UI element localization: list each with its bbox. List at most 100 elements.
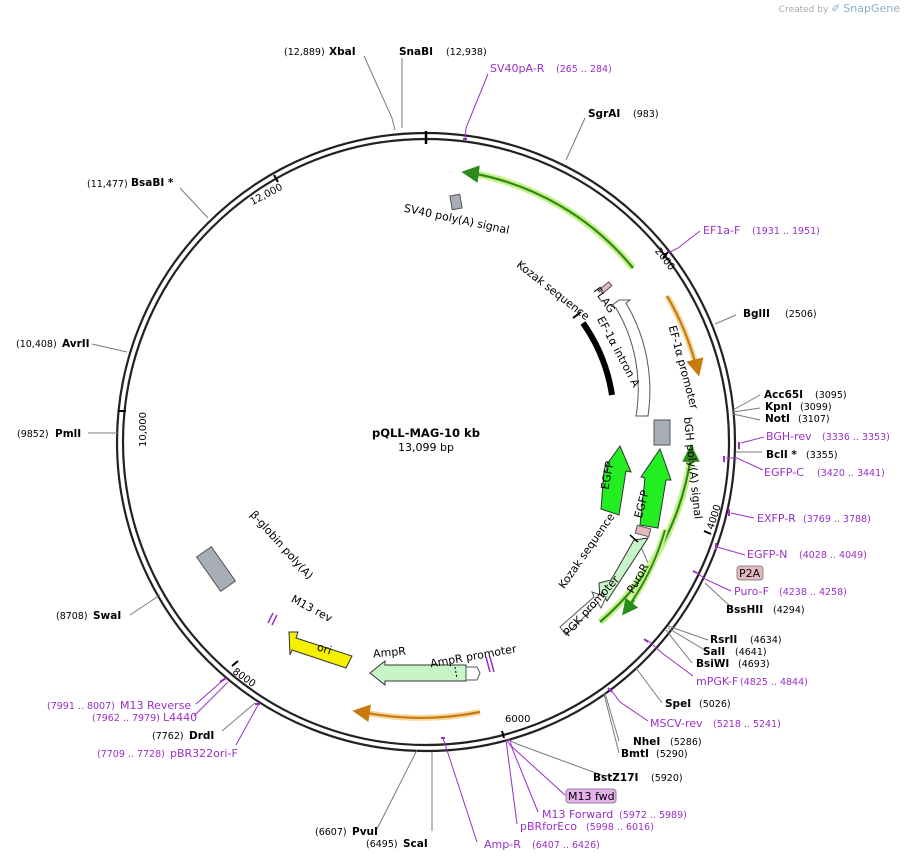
enzyme-snabi-name: SnaBI [399,46,433,58]
primer-m13-forward-name: M13 Forward [542,808,613,821]
enzyme-bstz17i-pos: (5920) [651,773,683,784]
credit-brand: SnapGene [843,2,900,15]
enzyme-avrii-name: AvrII [62,338,90,350]
enzyme-snabi-pos: (12,938) [446,47,487,58]
enzyme-bmti-pos: (5290) [656,749,688,760]
enzyme-pvui-name: PvuI [352,826,378,838]
enzyme-kpni-pos: (3099) [800,402,832,413]
ori-arrow [288,631,353,669]
label-p2a: P2A [739,567,761,580]
primer-sv40pa-r-name: SV40pA-R [490,62,545,75]
kozak-mark-bottom [629,534,639,543]
beta-globin-polya-box [195,545,237,593]
backbone-ring [115,131,737,753]
plasmid-name: pQLL-MAG-10 kb [372,426,480,440]
enzyme-bsabi-pos: (11,477) [87,179,128,190]
plasmid-size: 13,099 bp [398,441,454,454]
primer-egfp-n-range: (4028 .. 4049) [799,550,867,561]
m13rev-mark-2 [271,614,278,626]
primer-leader-lines [193,73,765,843]
tick-4000: 4000 [706,503,724,531]
enzyme-labels: (12,889) XbaI SnaBI (12,938) SgrAI (983)… [16,46,847,850]
primer-m13-forward-range: (5972 .. 5989) [619,810,687,821]
enzyme-scai-name: ScaI [403,838,428,850]
primer-ef1a-f-range: (1931 .. 1951) [752,226,820,237]
enzyme-sgrai-name: SgrAI [588,108,620,120]
enzyme-avrii-pos: (10,408) [16,339,57,350]
primer-amp-r-range: (6407 .. 6426) [532,840,600,851]
enzyme-spei-name: SpeI [665,698,691,710]
tick-6000: 6000 [505,714,530,725]
primer-amp-r-name: Amp-R [484,838,521,851]
primer-pbrforeco-range: (5998 .. 6016) [586,822,654,833]
enzyme-rsrii-name: RsrII [710,634,737,646]
enzyme-bsshii-name: BssHII [726,604,763,616]
enzyme-noti-name: NotI [765,413,790,425]
p2a-mark [634,524,652,538]
primer-ef1a-f-name: EF1a-F [703,224,740,237]
m13rev-mark-1 [267,612,274,624]
egfp-left-arrow [600,444,632,516]
enzyme-bglii-pos: (2506) [785,309,817,320]
tick-10000: 10,000 [138,412,149,447]
enzyme-sali-pos: (4641) [735,647,767,658]
primer-mscv-rev-range: (5218 .. 5241) [713,719,781,730]
label-beta-globin: β-globin poly(A) [247,508,315,582]
enzyme-drdi-pos: (7762) [152,731,184,742]
primer-egfp-c-name: EGFP-C [764,466,804,479]
primer-mscv-rev-name: MSCV-rev [650,717,703,730]
primer-exfp-r-range: (3769 .. 3788) [803,514,871,525]
tick-8000: 8000 [230,666,257,690]
enzyme-swai-pos: (8708) [56,611,88,622]
enzyme-bcli-pos: (3355) [806,450,838,461]
enzyme-scai-pos: (6495) [366,839,398,850]
primer-l4440-range: (7962 .. 7979) [92,713,160,724]
enzyme-bsiwi-pos: (4693) [738,659,770,670]
primer-l4440-name: L4440 [163,711,197,724]
primer-mpgk-f-name: mPGK-F [696,675,738,688]
enzyme-leader-lines [88,55,762,831]
primer-sv40pa-r-range: (265 .. 284) [556,64,612,75]
ef1a-intron-arc [580,321,615,396]
label-ef1a-promoter: EF-1α promoter [666,324,701,411]
enzyme-bcli-name: BclI * [766,449,797,461]
label-kozak-top: Kozak sequence [514,258,592,323]
credit-prefix: Created by [778,5,829,15]
ampr-promoter-arrow [465,666,481,681]
label-ampr-promoter: AmpR promoter [429,642,518,670]
primer-exfp-r-name: EXFP-R [757,512,796,525]
sv40-polya-box [449,193,463,211]
enzyme-spei-pos: (5026) [699,699,731,710]
enzyme-pmli-pos: (9852) [17,429,49,440]
enzyme-bmti-name: BmtI [621,748,649,760]
primer-egfp-n-name: EGFP-N [747,548,787,561]
primer-bgh-rev-range: (3336 .. 3353) [822,432,890,443]
enzyme-acc65i-pos: (3095) [815,390,847,401]
primer-egfp-c-range: (3420 .. 3441) [817,468,885,479]
enzyme-nhei-pos: (5286) [670,737,702,748]
primer-labels: SV40pA-R (265 .. 284) EF1a-F (1931 .. 19… [47,62,890,851]
enzyme-bglii-name: BglII [743,308,770,320]
kozak-mark-top [572,311,582,319]
snapgene-logo-icon: ✐ [831,2,841,15]
label-flag: FLAG [591,285,618,316]
label-egfp-left: EGFP [599,460,617,491]
snapgene-credit: Created by ✐ SnapGene [779,2,900,15]
enzyme-drdi-name: DrdI [189,730,214,742]
primer-pbrforeco-name: pBRforEco [520,820,577,833]
primer-mpgk-f-range: (4825 .. 4844) [740,677,808,688]
enzyme-noti-pos: (3107) [798,414,830,425]
primer-pbr322ori-f-range: (7709 .. 7728) [97,749,165,760]
primer-puro-f-name: Puro-F [734,585,769,598]
primer-m13-reverse-name: M13 Reverse [120,699,191,712]
pgk-promoter-arrow [559,591,607,636]
flag-mark [598,281,613,295]
enzyme-xbai-pos: (12,889) [284,47,325,58]
label-bgh-polya: bGH poly(A) signal [681,416,705,519]
primer-puro-f-range: (4238 .. 4258) [779,587,847,598]
feature-shapes [195,193,672,687]
enzyme-kpni-name: KpnI [765,401,792,413]
enzyme-xbai-name: XbaI [329,46,356,58]
ef1a-promoter-arrow [609,299,651,417]
